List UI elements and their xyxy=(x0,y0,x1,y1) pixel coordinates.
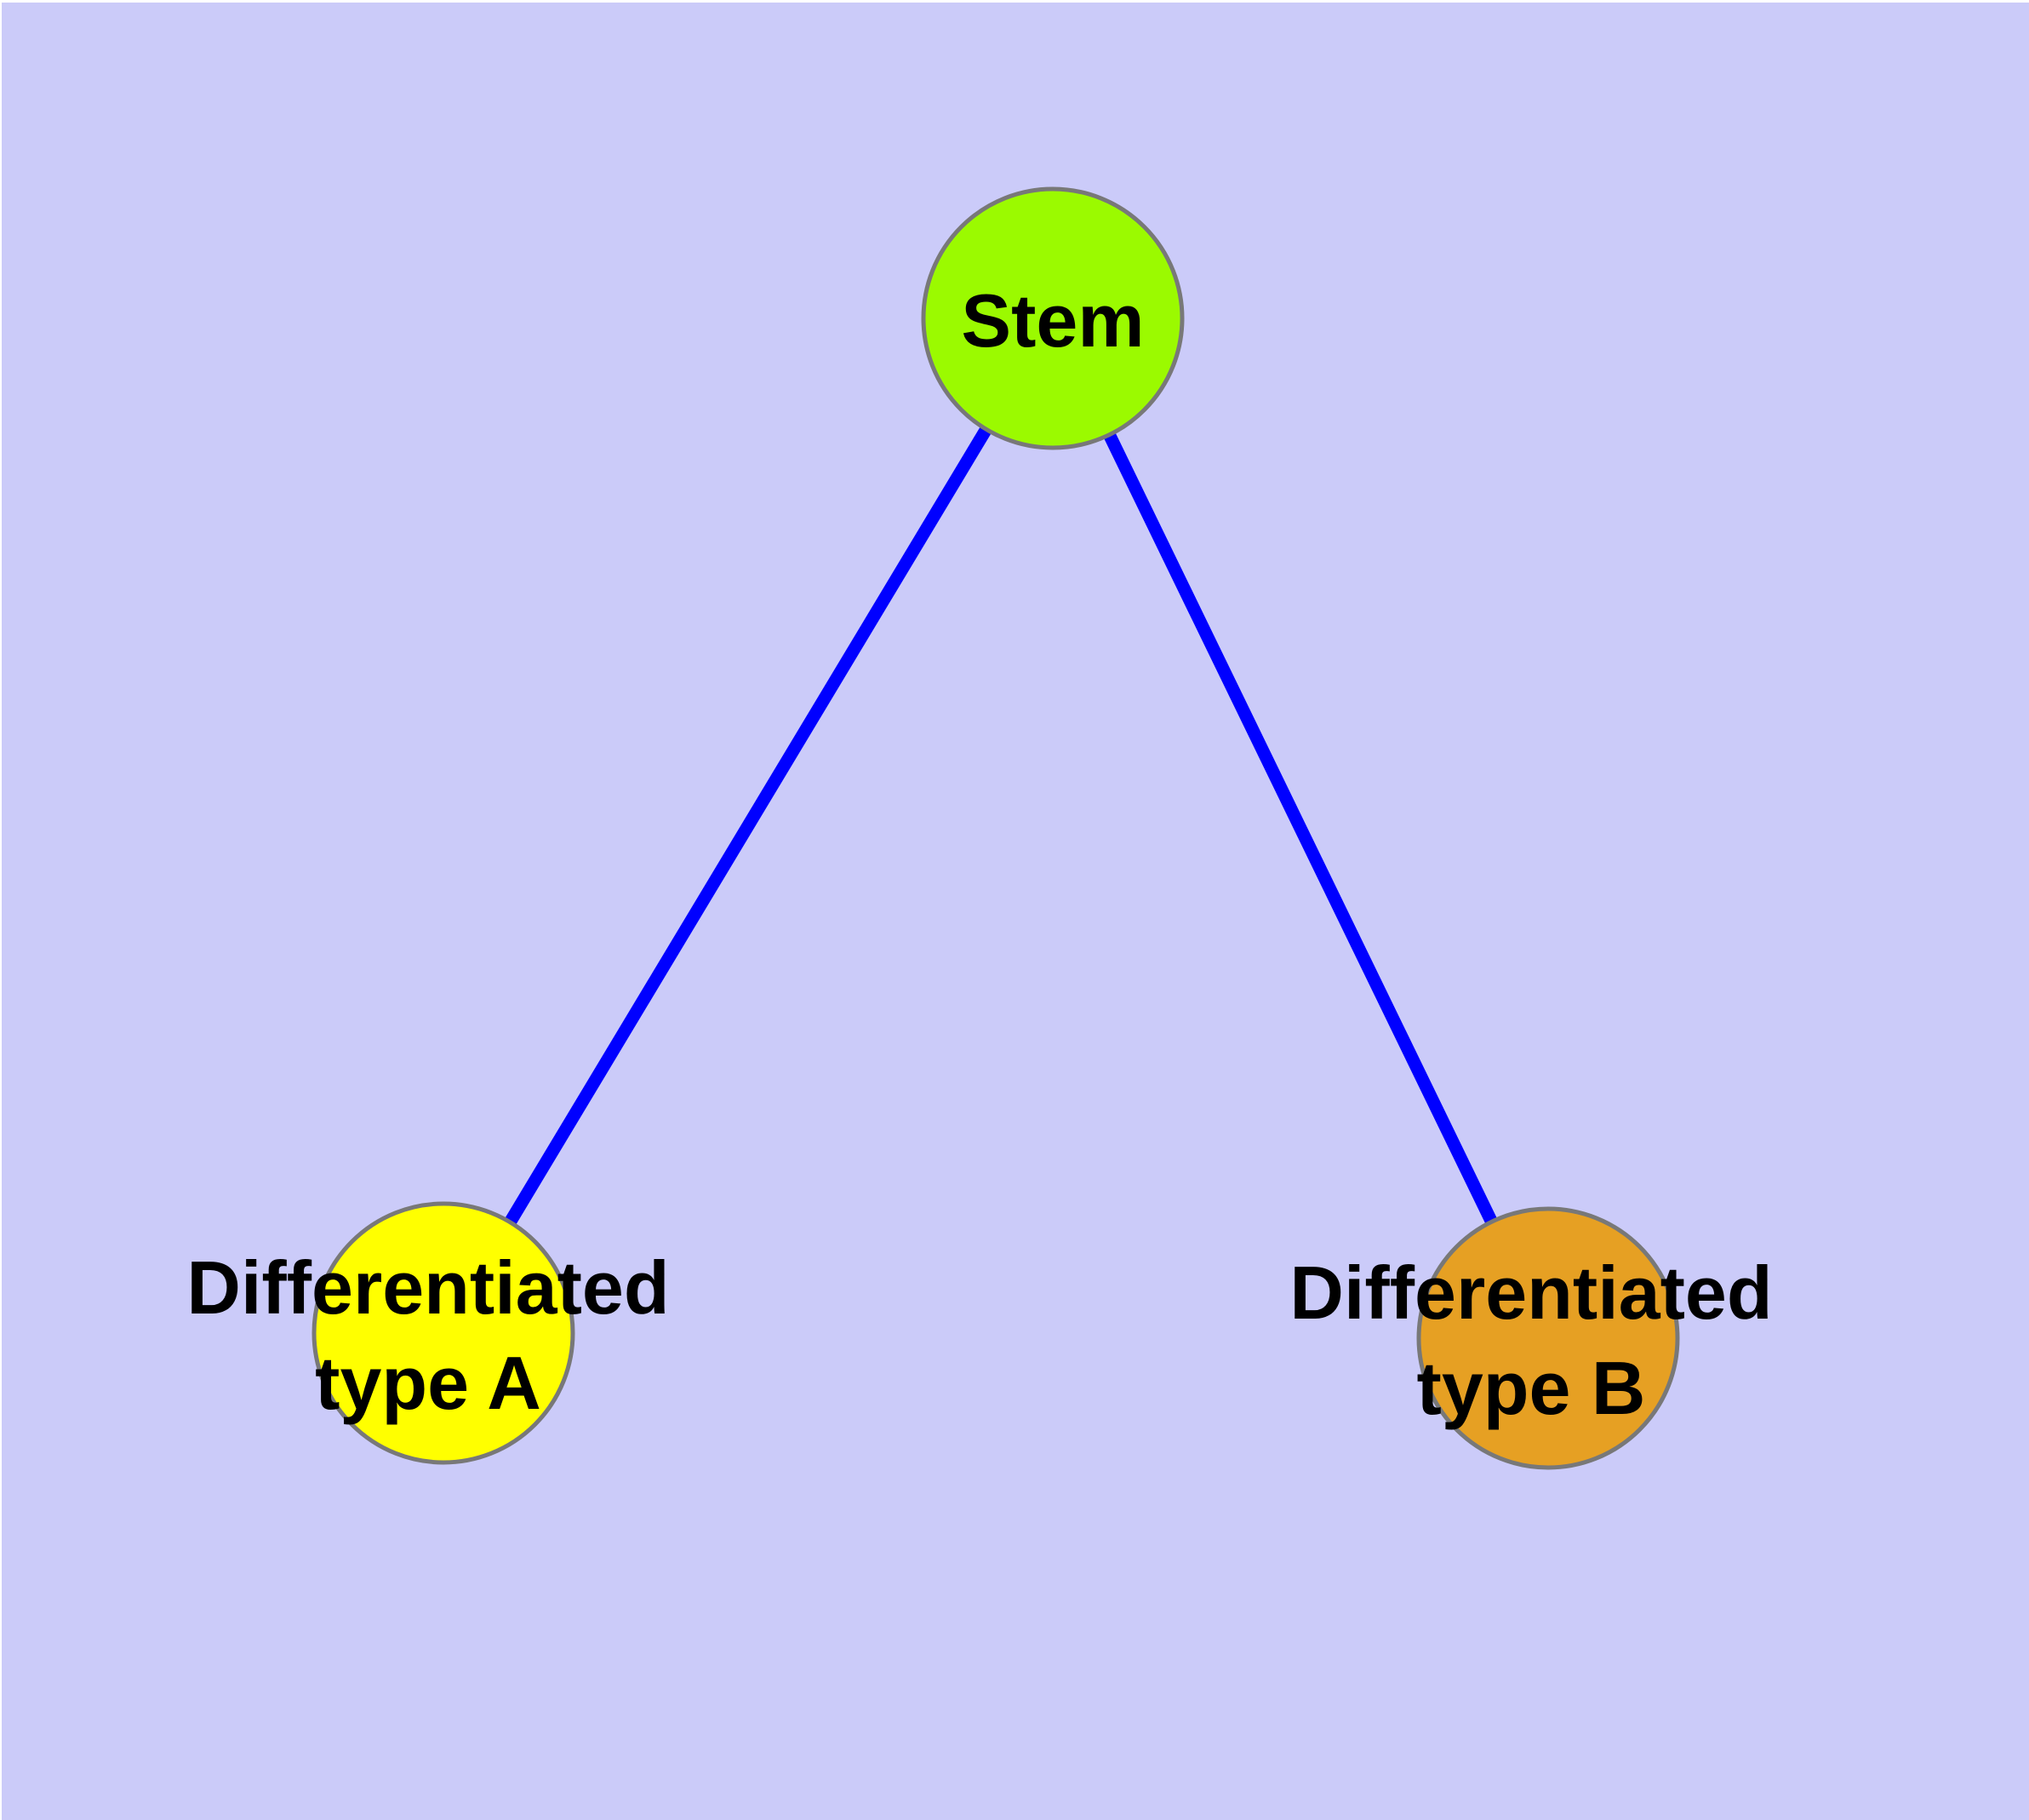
node-label-type-a-line1: Differentiated xyxy=(186,1245,669,1330)
node-circle-type-b xyxy=(1416,1206,1680,1470)
node-label-stem: Stem xyxy=(961,278,1144,363)
node-circle-type-a xyxy=(311,1201,575,1465)
node-label-type-a-line2: type A xyxy=(315,1341,541,1425)
node-type-b: Differentiated type B xyxy=(1289,1206,1773,1470)
node-type-a: Differentiated type A xyxy=(186,1201,670,1465)
edge-stem-to-type-a xyxy=(437,315,1059,1336)
node-label-type-b-line1: Differentiated xyxy=(1289,1251,1772,1335)
node-label-type-b-line2: type B xyxy=(1417,1346,1646,1430)
node-stem: Stem xyxy=(921,186,1185,450)
edge-stem-to-type-b xyxy=(1047,315,1554,1342)
node-circle-stem xyxy=(921,186,1185,450)
